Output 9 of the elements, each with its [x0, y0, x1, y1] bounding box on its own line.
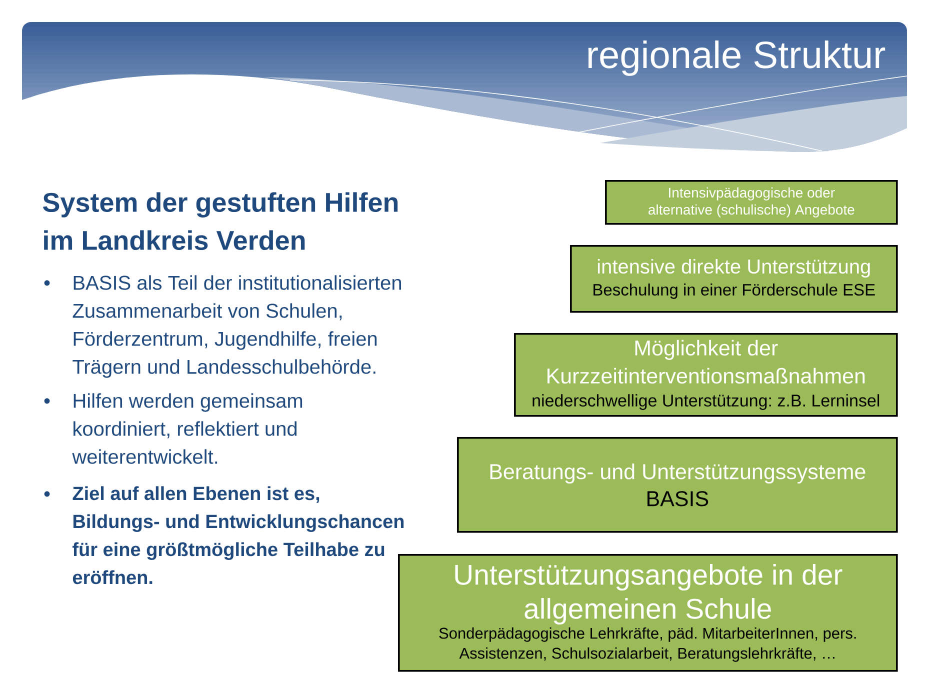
level-box: intensive direkte Unterstützung Beschulung in einer Förderschule ESE — [570, 245, 898, 313]
section-heading: System der gestuften Hilfen im Landkreis Verden — [43, 192, 398, 250]
level-box: Möglichkeit der Kurzzeitinterventionsmaßnahmen niederschwellige Unterstützung: z.B. Lerninsel — [514, 333, 898, 417]
slide-title: regionale Struktur — [588, 40, 886, 76]
level-box: Unterstützungsangebote in der allgemeinen Schule Sonderpädagogische Lehrkräfte, päd. MitarbeiterInnen, pers. Assistenzen, Schulsozialarbeit, Beratungslehrkräfte, … — [398, 554, 898, 672]
bullet-text: Hilfen werden gemeinsam koordiniert, reflektiert und weiterentwickelt. — [72, 393, 302, 464]
bullet-text: BASIS als Teil der institutionalisierten Zusammenarbeit von Schulen, Förderzentrum, Jugendhilfe, freien Trägern und Landesschulbehörde. — [72, 275, 401, 378]
level-box: Intensivpädagogische oder alternative (schulische) Angebote — [605, 180, 898, 225]
level-box: Beratungs- und Unterstützungssysteme BASIS — [457, 437, 898, 533]
